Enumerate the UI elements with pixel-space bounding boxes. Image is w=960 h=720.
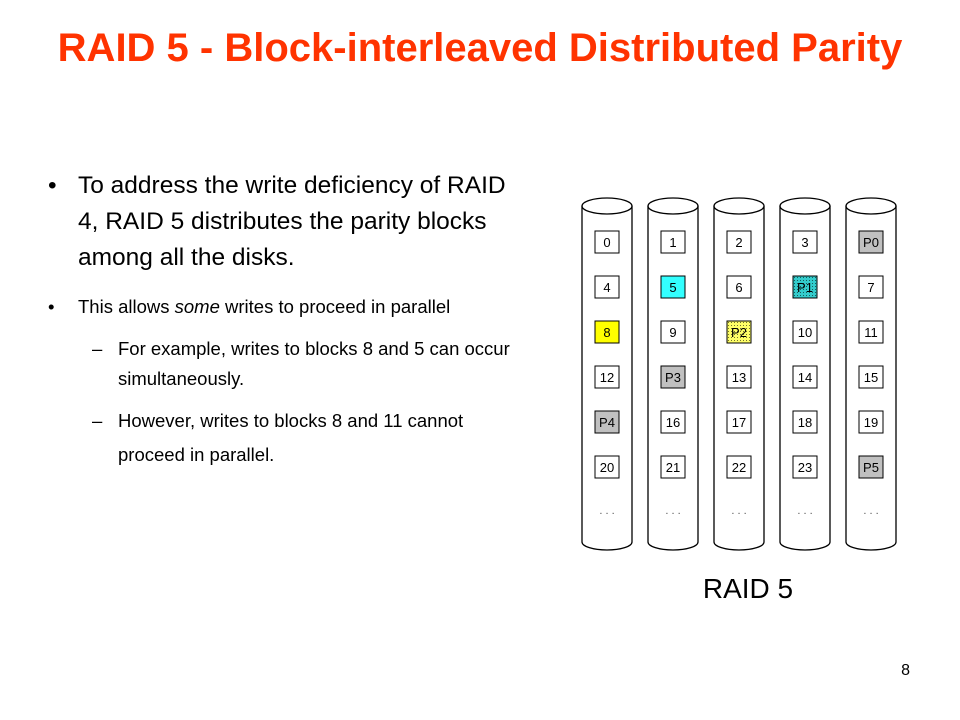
block-label-4: 4 bbox=[603, 280, 610, 295]
disk-2: 2 6P2 13 17 22 . . . bbox=[713, 197, 765, 551]
block-p3 bbox=[660, 365, 686, 389]
block-5 bbox=[660, 275, 686, 299]
block-label-2: 2 bbox=[735, 235, 742, 250]
disk-3: 3P1 10 14 18 23 . . . bbox=[779, 197, 831, 551]
block-label-17: 17 bbox=[732, 415, 746, 430]
sub-bullet-example-2: – However, writes to blocks 8 and 11 can… bbox=[48, 404, 518, 472]
block-14 bbox=[792, 365, 818, 389]
block-15 bbox=[858, 365, 884, 389]
bullet-list: • To address the write deficiency of RAI… bbox=[48, 168, 518, 472]
dash-marker: – bbox=[92, 410, 103, 431]
block-p5 bbox=[858, 455, 884, 479]
disk-ellipsis: . . . bbox=[665, 505, 680, 517]
block-22 bbox=[726, 455, 752, 479]
bullet-secondary-pre: This allows bbox=[78, 296, 175, 317]
sub-bullet-example-1-text: For example, writes to blocks 8 and 5 ca… bbox=[118, 338, 510, 389]
block-p1-dot-pattern bbox=[793, 276, 817, 298]
sub-bullet-example-1: – For example, writes to blocks 8 and 5 … bbox=[48, 334, 518, 394]
block-12 bbox=[594, 365, 620, 389]
block-label-14: 14 bbox=[798, 370, 812, 385]
block-label-p5: P5 bbox=[863, 460, 879, 475]
block-11 bbox=[858, 320, 884, 344]
dash-marker: – bbox=[92, 338, 103, 359]
block-label-10: 10 bbox=[798, 325, 812, 340]
disk-top bbox=[845, 197, 897, 215]
block-6 bbox=[726, 275, 752, 299]
disk-top bbox=[779, 197, 831, 215]
bullet-marker: • bbox=[48, 172, 57, 199]
block-label-5: 5 bbox=[669, 280, 676, 295]
block-label-23: 23 bbox=[798, 460, 812, 475]
block-label-p2: P2 bbox=[731, 325, 747, 340]
block-label-7: 7 bbox=[867, 280, 874, 295]
block-p4 bbox=[594, 410, 620, 434]
block-label-21: 21 bbox=[666, 460, 680, 475]
disk-1: 1 5 9P3 16 21 . . . bbox=[647, 197, 699, 551]
block-18 bbox=[792, 410, 818, 434]
block-21 bbox=[660, 455, 686, 479]
block-3 bbox=[792, 230, 818, 254]
slide-title: RAID 5 - Block-interleaved Distributed P… bbox=[57, 26, 903, 70]
block-4 bbox=[594, 275, 620, 299]
block-17 bbox=[726, 410, 752, 434]
block-label-19: 19 bbox=[864, 415, 878, 430]
block-label-11: 11 bbox=[864, 325, 878, 340]
block-p0 bbox=[858, 230, 884, 254]
bullet-secondary: • This allows some writes to proceed in … bbox=[48, 292, 518, 322]
bullet-secondary-post: writes to proceed in parallel bbox=[219, 296, 451, 317]
block-1 bbox=[660, 230, 686, 254]
block-label-8: 8 bbox=[603, 325, 610, 340]
block-label-18: 18 bbox=[798, 415, 812, 430]
block-label-6: 6 bbox=[735, 280, 742, 295]
block-label-9: 9 bbox=[669, 325, 676, 340]
bullet-marker: • bbox=[48, 296, 55, 317]
block-20 bbox=[594, 455, 620, 479]
disk-ellipsis: . . . bbox=[797, 505, 812, 517]
block-10 bbox=[792, 320, 818, 344]
diagram-caption: RAID 5 bbox=[703, 573, 793, 604]
disk-ellipsis: . . . bbox=[599, 505, 614, 517]
block-label-1: 1 bbox=[669, 235, 676, 250]
bullet-main: • To address the write deficiency of RAI… bbox=[48, 168, 518, 276]
disk-ellipsis: . . . bbox=[863, 505, 878, 517]
block-label-0: 0 bbox=[603, 235, 610, 250]
block-label-p0: P0 bbox=[863, 235, 879, 250]
block-19 bbox=[858, 410, 884, 434]
bullet-secondary-emphasis: some bbox=[174, 296, 220, 317]
block-label-p4: P4 bbox=[599, 415, 615, 430]
block-label-22: 22 bbox=[732, 460, 746, 475]
block-label-16: 16 bbox=[666, 415, 680, 430]
disk-top bbox=[647, 197, 699, 215]
sub-bullet-example-2-text: However, writes to blocks 8 and 11 canno… bbox=[118, 410, 464, 465]
block-label-3: 3 bbox=[801, 235, 808, 250]
block-label-20: 20 bbox=[600, 460, 614, 475]
block-7 bbox=[858, 275, 884, 299]
disk-top bbox=[581, 197, 633, 215]
block-13 bbox=[726, 365, 752, 389]
bullet-main-text: To address the write deficiency of RAID … bbox=[78, 172, 506, 271]
block-label-p1: P1 bbox=[797, 280, 813, 295]
block-2 bbox=[726, 230, 752, 254]
block-label-13: 13 bbox=[732, 370, 746, 385]
disk-ellipsis: . . . bbox=[731, 505, 746, 517]
block-9 bbox=[660, 320, 686, 344]
block-p2-dot-pattern bbox=[727, 321, 751, 343]
block-16 bbox=[660, 410, 686, 434]
disk-top bbox=[713, 197, 765, 215]
block-label-15: 15 bbox=[864, 370, 878, 385]
block-label-p3: P3 bbox=[665, 370, 681, 385]
block-0 bbox=[594, 230, 620, 254]
block-23 bbox=[792, 455, 818, 479]
block-8 bbox=[594, 320, 620, 344]
page-number: 8 bbox=[901, 662, 910, 679]
block-label-12: 12 bbox=[600, 370, 614, 385]
